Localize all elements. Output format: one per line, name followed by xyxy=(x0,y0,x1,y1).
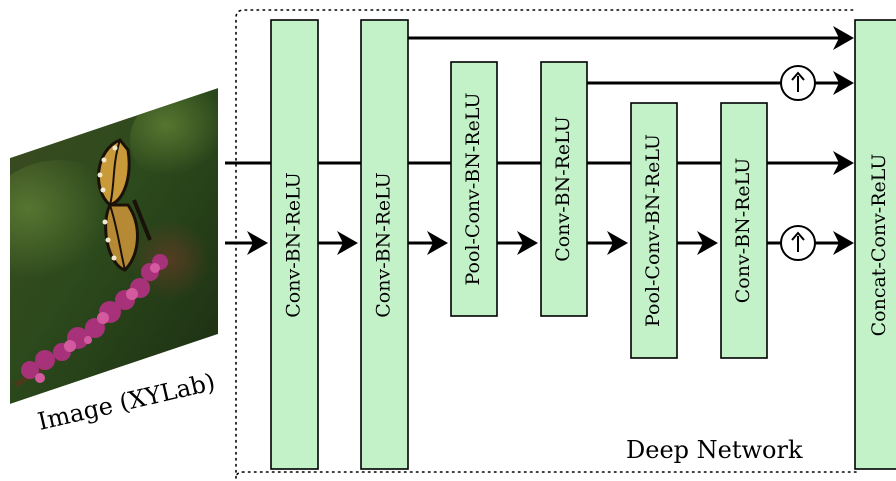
upsample-icon xyxy=(780,225,816,261)
network-title: Deep Network xyxy=(626,436,803,464)
block-conv-bn-relu-3: Conv-BN-ReLU xyxy=(540,61,588,317)
block-conv-bn-relu-2: Conv-BN-ReLU xyxy=(360,19,409,470)
block-label: Pool-Conv-BN-ReLU xyxy=(642,134,664,327)
block-label: Concat-Conv-ReLU xyxy=(868,154,890,337)
block-conv-bn-relu-1: Conv-BN-ReLU xyxy=(270,19,319,470)
block-pool-conv-bn-relu-1: Pool-Conv-BN-ReLU xyxy=(450,61,498,317)
block-concat-conv-relu: Concat-Conv-ReLU xyxy=(854,19,896,470)
block-conv-bn-relu-4: Conv-BN-ReLU xyxy=(720,102,768,359)
block-label: Conv-BN-ReLU xyxy=(552,116,574,262)
butterfly-image xyxy=(10,88,218,404)
butterfly xyxy=(97,138,152,272)
upsample-icon xyxy=(780,65,816,101)
block-label: Conv-BN-ReLU xyxy=(283,172,305,318)
block-label: Conv-BN-ReLU xyxy=(732,158,754,304)
block-label: Pool-Conv-BN-ReLU xyxy=(462,93,484,286)
block-label: Conv-BN-ReLU xyxy=(373,172,395,318)
network-frame xyxy=(235,9,857,479)
block-pool-conv-bn-relu-2: Pool-Conv-BN-ReLU xyxy=(630,102,678,359)
